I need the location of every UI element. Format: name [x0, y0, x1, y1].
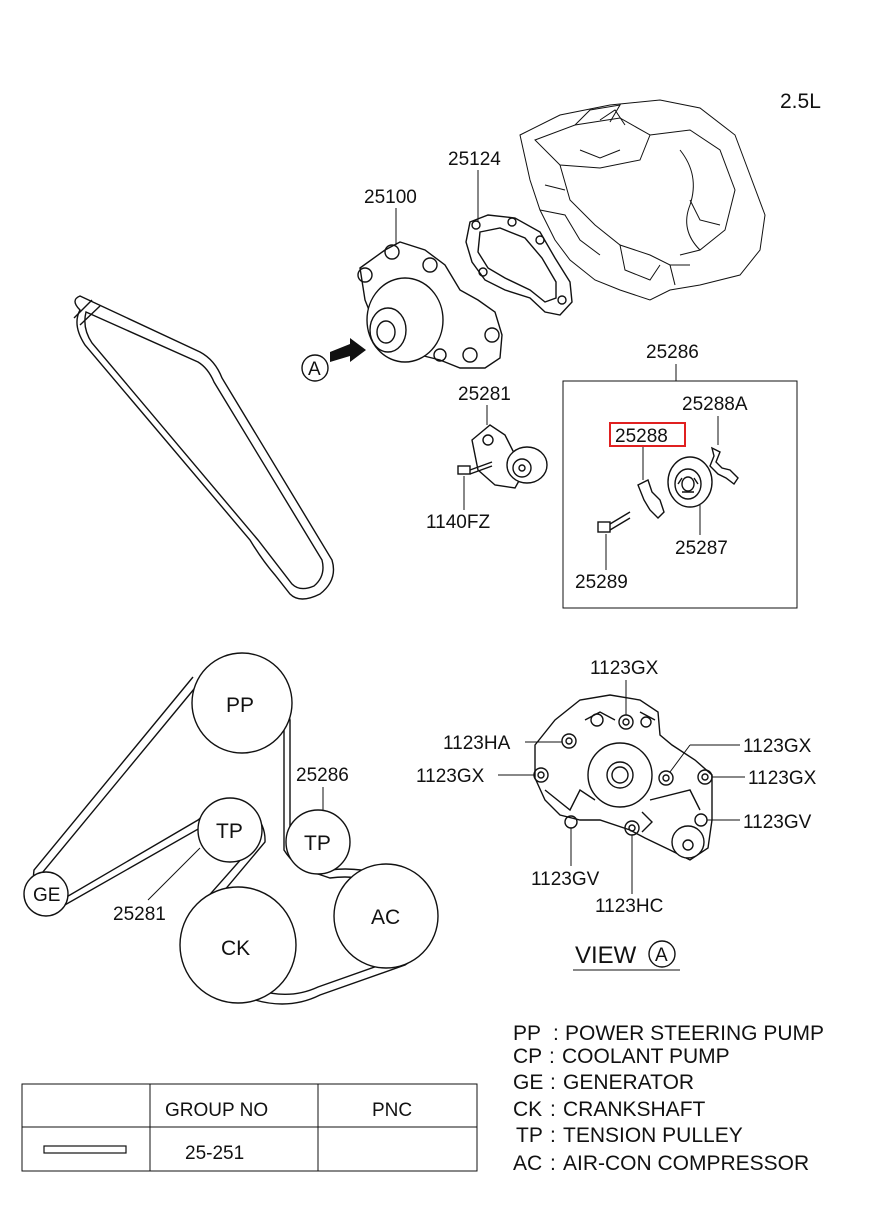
legend-desc: COOLANT PUMP — [562, 1045, 730, 1068]
gasket-25124-illustration — [465, 214, 573, 316]
legend-sep: : — [550, 1124, 556, 1147]
pulley-ck — [179, 886, 297, 1004]
legend-desc: POWER STEERING PUMP — [565, 1022, 824, 1045]
bracket-25288-illustration — [637, 479, 665, 519]
view-a-direction-arrow — [330, 338, 366, 362]
engine-block-illustration — [519, 99, 766, 301]
view-marker-circle — [301, 354, 329, 382]
legend-desc: TENSION PULLEY — [563, 1124, 743, 1147]
tensioner-25281-illustration — [471, 424, 548, 489]
bolt-label-right-gx1[interactable]: 1123GX — [743, 736, 812, 757]
part-label-25286-kit[interactable]: 25286 — [646, 342, 699, 363]
drive-belt-illustration — [73, 295, 335, 600]
legend-sep: : — [550, 1071, 556, 1094]
bolt-label-right-gx2[interactable]: 1123GX — [748, 768, 817, 789]
pulley-ac-label: AC — [371, 906, 400, 929]
part-label-25124[interactable]: 25124 — [448, 149, 501, 170]
belt-label-25281[interactable]: 25281 — [113, 904, 166, 925]
view-a-pump-illustration — [534, 694, 713, 861]
part-label-25289[interactable]: 25289 — [575, 572, 628, 593]
legend-code: AC — [513, 1152, 542, 1175]
table-header-pnc: PNC — [372, 1100, 412, 1121]
belt-label-25286[interactable]: 25286 — [296, 765, 349, 786]
pulley-pp — [191, 652, 293, 754]
view-a-caption-letter: A — [655, 945, 668, 966]
belt-routing-diagram: PP TP TP GE CK AC — [23, 652, 439, 1005]
pulley-tp-lower-label: TP — [304, 832, 331, 855]
legend-code: GE — [513, 1071, 543, 1094]
clip-25288a-illustration — [709, 446, 739, 486]
part-label-25288a[interactable]: 25288A — [682, 394, 748, 415]
pulley-ge-label: GE — [33, 885, 60, 906]
view-a-caption-marker — [648, 940, 676, 968]
kit-25286-box — [562, 380, 798, 609]
table-header-group-no: GROUP NO — [165, 1100, 268, 1121]
bolt-1140fz-illustration — [457, 461, 493, 475]
part-label-25287[interactable]: 25287 — [675, 538, 728, 559]
pulley-tp-upper-label: TP — [216, 820, 243, 843]
pulley-ge — [23, 871, 69, 917]
legend-sep: : — [550, 1152, 556, 1175]
bolt-label-hc[interactable]: 1123HC — [595, 896, 663, 917]
pulley-25287-illustration — [667, 456, 713, 508]
legend-sep: : — [553, 1022, 559, 1045]
part-25288-highlight — [609, 422, 686, 447]
legend-code: CP — [513, 1045, 542, 1068]
part-label-1140fz[interactable]: 1140FZ — [426, 512, 490, 533]
legend-sep: : — [549, 1045, 555, 1068]
water-pump-25100-illustration — [357, 241, 503, 369]
bolt-label-left-gx[interactable]: 1123GX — [416, 766, 485, 787]
engine-variant-label: 2.5L — [780, 90, 821, 113]
pulley-ac — [333, 863, 439, 969]
table-belt-symbol — [43, 1145, 127, 1154]
legend-code: TP — [516, 1124, 543, 1147]
part-label-25288[interactable]: 25288 — [615, 426, 668, 447]
parts-table — [21, 1083, 478, 1172]
bolt-label-ha[interactable]: 1123HA — [443, 733, 511, 754]
bolt-25289-illustration — [597, 511, 631, 533]
legend-desc: GENERATOR — [563, 1071, 694, 1094]
table-group-no-value[interactable]: 25-251 — [185, 1143, 244, 1164]
bolt-label-bottom-gv[interactable]: 1123GV — [531, 869, 600, 890]
part-label-25100[interactable]: 25100 — [364, 187, 417, 208]
part-label-25281[interactable]: 25281 — [458, 384, 511, 405]
legend: PP : POWER STEERING PUMP CP : COOLANT PU… — [513, 1022, 824, 1175]
legend-sep: : — [550, 1098, 556, 1121]
bolt-label-right-gv[interactable]: 1123GV — [743, 812, 812, 833]
legend-desc: AIR-CON COMPRESSOR — [563, 1152, 809, 1175]
view-marker-letter: A — [308, 359, 321, 380]
legend-code: CK — [513, 1098, 542, 1121]
pulley-ck-label: CK — [221, 937, 250, 960]
pulley-pp-label: PP — [226, 694, 254, 717]
legend-desc: CRANKSHAFT — [563, 1098, 706, 1121]
view-a-caption: VIEW — [575, 942, 637, 969]
bolt-label-top-gx[interactable]: 1123GX — [590, 658, 659, 679]
pulley-tp-upper — [197, 797, 263, 863]
legend-code: PP — [513, 1022, 541, 1045]
pulley-tp-lower — [285, 809, 351, 875]
